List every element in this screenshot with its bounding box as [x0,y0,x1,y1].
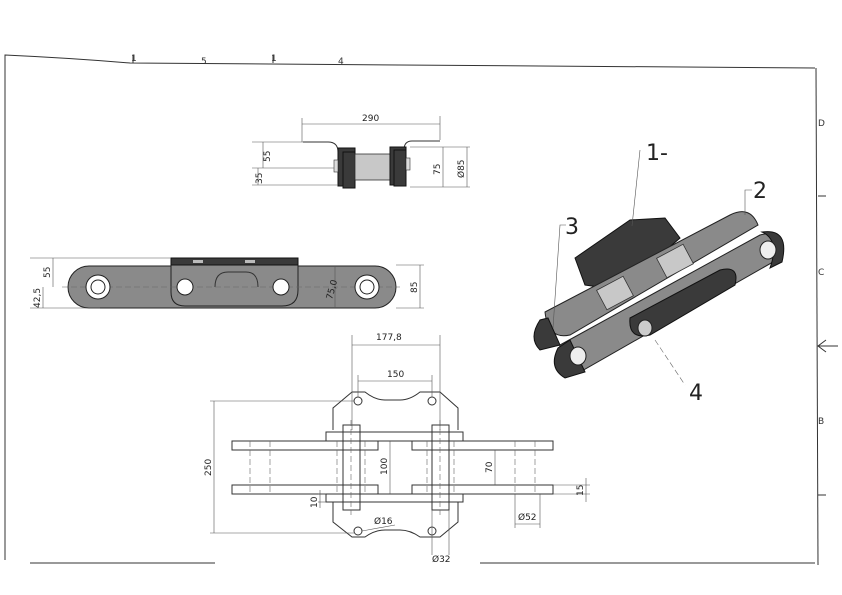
side-view: 55 42,5 85 75,0 [30,257,424,309]
dim-85: 85 [410,282,420,293]
callout-1: 1- [646,141,668,166]
dim-hole-dia: Ø16 [374,516,393,527]
dim-dia85: Ø85 [456,159,467,178]
dim-hole-spacing: 150 [387,370,404,380]
dim-55: 55 [263,151,273,162]
callout-2: 2 [753,179,767,204]
plan-view: 177,8 150 250 100 70 15 10 Ø16 Ø32 Ø52 [204,333,590,565]
callout-4: 4 [689,381,703,406]
dim-roller-dia: Ø52 [518,512,537,523]
zone-label: 1 [271,54,277,64]
zone-label: 4 [338,57,344,67]
dim-pitch: 177,8 [376,333,402,343]
zone-label: 5 [201,57,207,67]
dim-42-5: 42,5 [33,288,43,308]
zone-label: D [818,119,825,129]
dim-plate-gap: 70 [485,461,495,473]
zone-label: C [818,268,824,278]
dim-height: 250 [204,459,214,476]
section-arrow-icon [817,339,838,353]
dim-pin-dia: Ø32 [432,554,451,565]
isometric-view: 1- 2 3 4 [533,141,785,406]
zone-label: 1 [131,54,137,64]
dim-75: 75 [433,164,443,175]
dim-offset: 10 [310,496,320,508]
zone-label: B [818,417,824,427]
callout-3: 3 [565,215,579,240]
top-view: 290 55 35 75 Ø85 [252,114,470,189]
dim-width: 290 [362,114,379,124]
sheet-frame: 1 5 1 4 D C B [4,54,838,566]
dim-55: 55 [43,267,53,278]
dim-plate-thk: 15 [576,485,586,496]
dim-35: 35 [255,173,265,184]
dim-inner: 100 [380,458,390,475]
